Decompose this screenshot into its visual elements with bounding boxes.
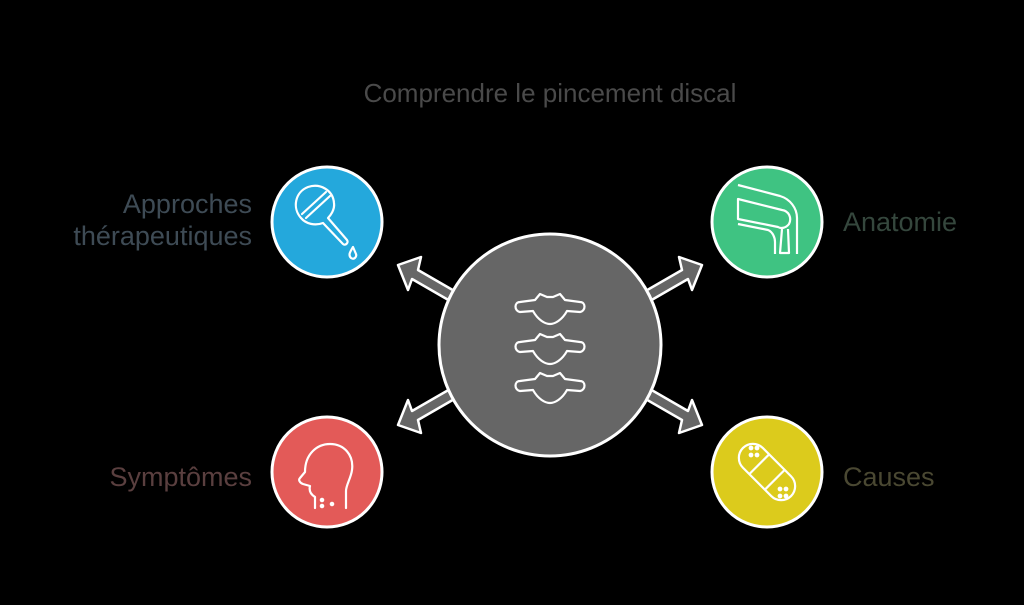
head-profile-icon	[298, 442, 354, 510]
bandage-icon	[737, 442, 797, 502]
node-label-causes: Causes	[843, 461, 935, 493]
dropper-icon	[294, 184, 358, 260]
node-circle-approches	[270, 165, 384, 279]
knee-joint-icon	[736, 183, 799, 255]
label-line: Symptômes	[109, 462, 252, 492]
label-line: Anatomie	[843, 207, 958, 237]
node-circle-causes	[710, 415, 824, 529]
node-circle-symptomes	[270, 415, 384, 529]
label-line: thérapeutiques	[73, 221, 252, 251]
label-line: Approches	[122, 189, 252, 219]
center-circle	[437, 232, 663, 458]
node-label-approches: Approches thérapeutiques	[73, 188, 252, 252]
node-circle-anatomie	[710, 165, 824, 279]
node-label-symptomes: Symptômes	[109, 461, 252, 493]
node-label-anatomie: Anatomie	[843, 206, 957, 238]
diagram-title: Comprendre le pincement discal	[363, 78, 737, 108]
label-line: Causes	[843, 462, 935, 492]
spine-vertebrae-icon	[514, 292, 586, 405]
